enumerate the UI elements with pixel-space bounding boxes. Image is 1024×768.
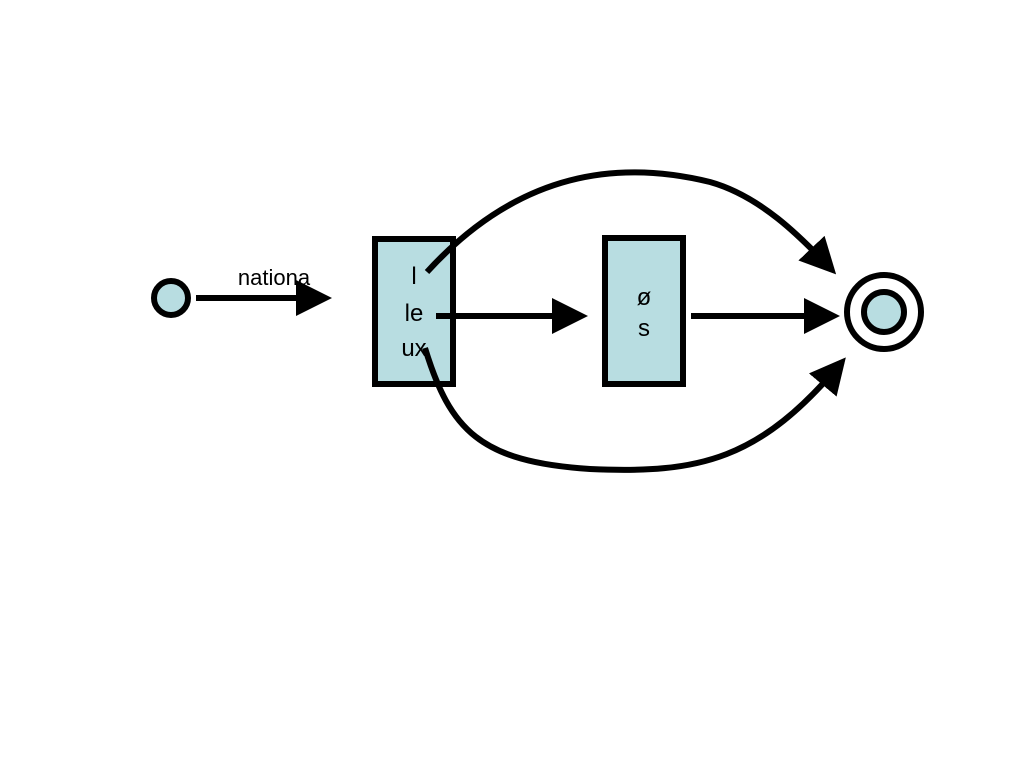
- stem-to-final-lower-arc: [422, 347, 846, 473]
- stem-box[interactable]: [372, 236, 456, 387]
- stem-box-line-2: le: [405, 300, 424, 327]
- stem-box-line-1: l: [411, 263, 416, 290]
- suffix-box[interactable]: [602, 235, 686, 387]
- start-edge-label: nationa: [238, 265, 311, 290]
- suffix-box-line-1: ø: [637, 284, 652, 311]
- initial-state[interactable]: [151, 278, 191, 318]
- accepting-state[interactable]: [861, 289, 907, 335]
- stem-box-line-3: ux: [401, 335, 426, 362]
- suffix-box-line-2: s: [638, 315, 650, 342]
- stem-to-final-upper-arc: [424, 169, 837, 275]
